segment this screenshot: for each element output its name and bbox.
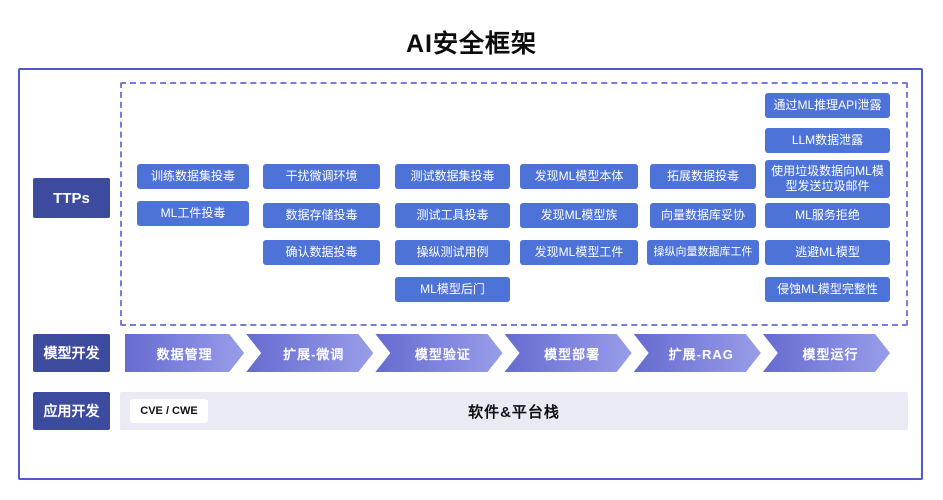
ttp-chip: 确认数据投毒 [263, 240, 380, 265]
ttp-chip: 发现ML模型族 [520, 203, 638, 228]
row-label-model-dev: 模型开发 [33, 334, 110, 372]
software-platform-stack-label: 软件&平台栈 [468, 403, 560, 421]
ttp-chip: 通过ML推理API泄露 [765, 93, 890, 118]
ttp-chip: 测试工具投毒 [395, 203, 510, 228]
pipeline-stage-arrow: 扩展-微调 [246, 334, 373, 372]
pipeline-stage-arrow: 模型运行 [763, 334, 890, 372]
page-title: AI安全框架 [405, 30, 537, 58]
ttp-chip: 逃避ML模型 [765, 240, 890, 265]
ttp-chip: 训练数据集投毒 [137, 164, 249, 189]
ttp-chip: LLM数据泄露 [765, 128, 890, 153]
ttp-chip: ML工件投毒 [137, 201, 249, 226]
ttps-dashed-region [120, 82, 908, 326]
app-dev-bar: CVE / CWE 软件&平台栈 [120, 392, 908, 430]
ttp-chip: 干扰微调环境 [263, 164, 380, 189]
pipeline-stage-arrow: 数据管理 [125, 334, 244, 372]
ttp-chip: ML服务拒绝 [765, 203, 890, 228]
pipeline-stage-arrow: 扩展-RAG [634, 334, 761, 372]
ttp-chip: 数据存储投毒 [263, 203, 380, 228]
ttp-chip: 操纵测试用例 [395, 240, 510, 265]
row-label-ttps: TTPs [33, 178, 110, 218]
ttp-chip: 操纵向量数据库工件 [647, 240, 759, 265]
ttp-chip: 发现ML模型工件 [520, 240, 638, 265]
ttp-chip: 向量数据库妥协 [650, 203, 756, 228]
pipeline-stage-arrow: 模型验证 [375, 334, 502, 372]
ttp-chip: 侵蚀ML模型完整性 [765, 277, 890, 302]
model-dev-pipeline: 数据管理 扩展-微调 模型验证 模型部署 扩展-RAG 模型运行 [125, 334, 890, 372]
ttp-chip: ML模型后门 [395, 277, 510, 302]
ttp-chip: 拓展数据投毒 [650, 164, 756, 189]
pipeline-stage-arrow: 模型部署 [505, 334, 632, 372]
ttp-chip: 使用垃圾数据向ML模型发送垃圾邮件 [765, 160, 890, 198]
row-label-app-dev: 应用开发 [33, 392, 110, 430]
cve-cwe-chip: CVE / CWE [130, 399, 208, 423]
ttp-chip: 测试数据集投毒 [395, 164, 510, 189]
ttp-chip: 发现ML模型本体 [520, 164, 638, 189]
